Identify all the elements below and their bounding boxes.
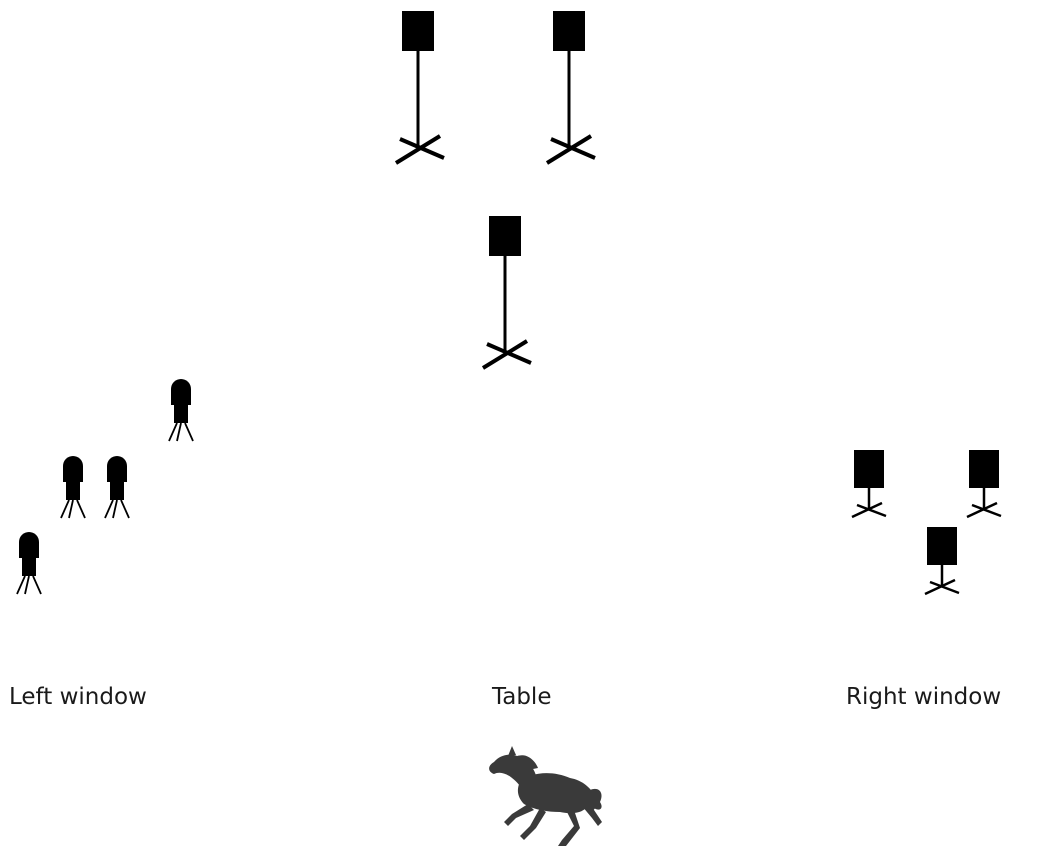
galloping-horse-icon xyxy=(489,746,602,846)
speaker-on-stand-icon xyxy=(481,214,533,370)
small-speaker-icon xyxy=(923,525,961,596)
right-window-label: Right window xyxy=(846,684,1002,710)
microphone-on-tripod-icon xyxy=(104,455,130,519)
microphone-on-tripod-icon xyxy=(16,531,42,595)
speaker-on-stand-icon xyxy=(545,9,597,165)
table-label: Table xyxy=(492,684,552,710)
small-speaker-icon xyxy=(850,448,888,519)
microphone-on-tripod-icon xyxy=(168,378,194,442)
microphone-on-tripod-icon xyxy=(60,455,86,519)
left-window-label: Left window xyxy=(9,684,147,710)
speaker-on-stand-icon xyxy=(394,9,446,165)
small-speaker-icon xyxy=(965,448,1003,519)
